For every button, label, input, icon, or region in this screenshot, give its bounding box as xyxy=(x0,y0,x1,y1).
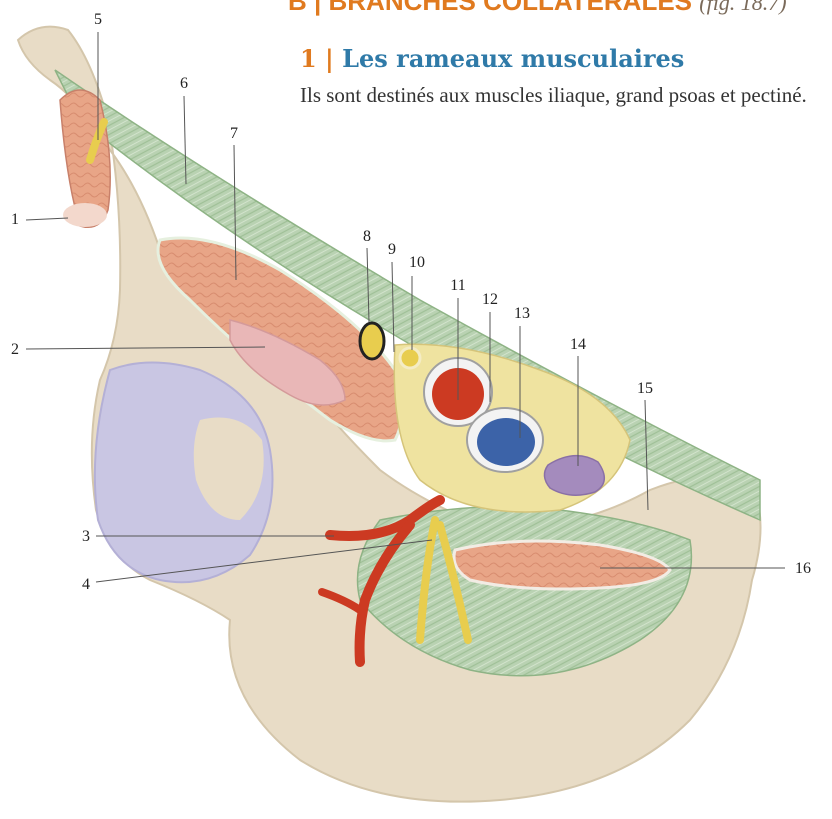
label-11: 11 xyxy=(450,278,465,294)
label-16: 16 xyxy=(795,561,811,577)
label-10: 10 xyxy=(409,255,425,271)
lymph-node xyxy=(544,456,604,496)
label-9: 9 xyxy=(388,242,396,258)
label-2: 2 xyxy=(11,342,19,358)
genitofemoral-nerve xyxy=(400,348,420,368)
label-15: 15 xyxy=(637,381,653,397)
label-7: 7 xyxy=(230,126,238,142)
label-5: 5 xyxy=(94,12,102,28)
label-3: 3 xyxy=(82,529,90,545)
label-12: 12 xyxy=(482,292,498,308)
femoral-nerve xyxy=(360,323,384,359)
label-1: 1 xyxy=(11,212,19,228)
label-8: 8 xyxy=(363,229,371,245)
label-4: 4 xyxy=(82,577,90,593)
label-13: 13 xyxy=(514,306,530,322)
label-14: 14 xyxy=(570,337,586,353)
label-6: 6 xyxy=(180,76,188,92)
